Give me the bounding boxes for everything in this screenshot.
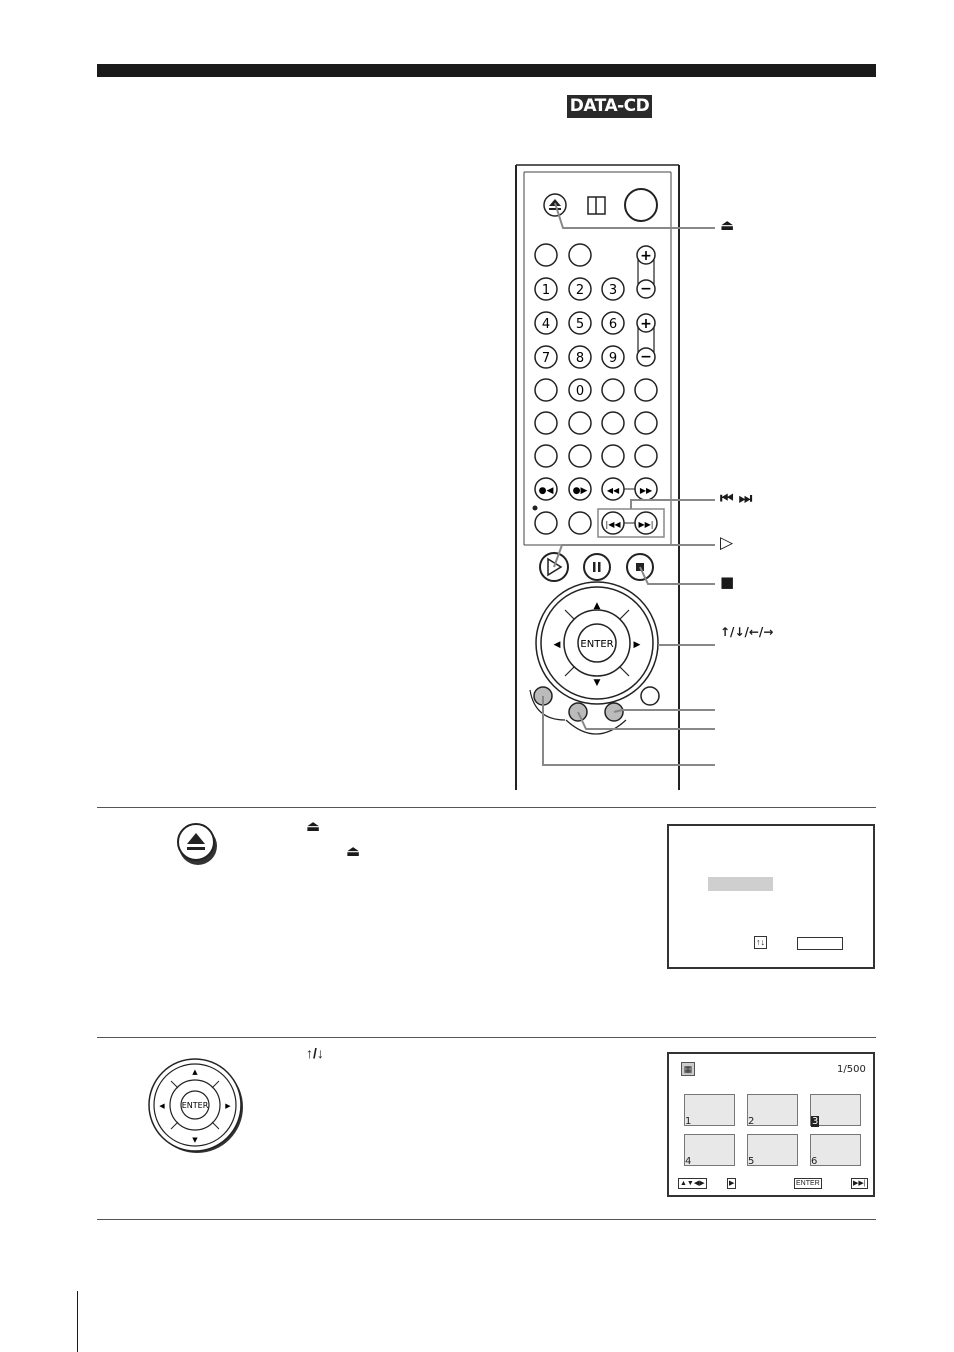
play-icon: ▶ [727,1178,737,1189]
next-icon: ▶▶| [851,1178,868,1189]
remote-direction-pad: ▲ ▼ ◀ ▶ ENTER [535,581,659,705]
svg-text:7: 7 [542,351,550,366]
callout-play: ▷ [720,533,734,553]
thumbnail-2 [747,1094,798,1126]
thumbnail-5 [747,1134,798,1166]
callout-skip: ⏮ ⏭ [720,489,753,507]
svg-text:−: − [640,281,652,297]
thumbnail-1 [684,1094,735,1126]
step-divider-3 [97,1219,876,1220]
eject-symbol-a: ⏏ [306,818,321,835]
thumbnail-label-selected: 3 [811,1116,820,1127]
thumbnail-4 [684,1134,735,1166]
remote-control-illustration: + − 1 2 3 4 5 6 7 8 9 + − 0 ●◀ [515,164,715,790]
svg-text:▶: ▶ [634,640,641,650]
svg-text:▶: ▶ [225,1102,231,1110]
svg-text:◀: ◀ [554,640,561,650]
eject-button-illustration [177,823,217,865]
thumbnail-label: 5 [748,1156,755,1167]
svg-text:▼: ▼ [192,1136,198,1144]
svg-text:5: 5 [576,317,584,332]
key-1: 1 [542,283,550,298]
direction-pad-illustration: ▲ ▼ ◀ ▶ ENTER [148,1058,243,1153]
svg-text:0: 0 [576,384,584,399]
thumbnail-label: 4 [685,1156,692,1167]
svg-text:+: + [640,248,652,264]
svg-text:−: − [640,349,652,365]
step1-screen: ↑↓ [667,824,875,969]
svg-text:▼: ▼ [594,678,601,688]
remote-power-button [624,188,658,222]
page-margin-rule [77,1291,78,1352]
callout-arrows: ↑/↓/←/→ [720,625,774,639]
thumbnail-label: 1 [685,1116,692,1127]
svg-text:▲: ▲ [192,1068,198,1076]
svg-text:▶▶: ▶▶ [640,486,653,495]
svg-text:●▶: ●▶ [573,486,588,496]
thumbnail-view-icon: ▦ [681,1062,695,1076]
highlighted-menu-item [708,877,773,891]
step-divider-1 [97,807,876,808]
remote-pause-button [583,553,611,581]
svg-text:9: 9 [609,351,617,366]
svg-text:|◀◀: |◀◀ [606,520,622,529]
pad-enter-label: ENTER [182,1101,209,1110]
svg-text:◀: ◀ [159,1102,165,1110]
data-cd-badge: DATA-CD [567,95,652,118]
svg-text:+: + [640,316,652,332]
svg-text:▲: ▲ [594,601,601,611]
step2-screen: ▦ 1/500 1 2 3 4 5 6 ▲▼◀▶ ▶ ENTER ▶▶| [667,1052,875,1197]
svg-text:8: 8 [576,351,584,366]
step2-arrows-text: ↑/↓ [306,1045,324,1061]
screen-button-box [797,937,843,950]
nav-arrows-icon: ↑↓ [754,936,767,949]
svg-text:●◀: ●◀ [539,486,554,496]
callout-stop: ■ [720,573,735,591]
svg-text:▶▶|: ▶▶| [639,520,654,529]
svg-text:4: 4 [542,317,550,332]
thumbnail-6 [810,1134,861,1166]
svg-text:◀◀: ◀◀ [607,486,620,495]
thumbnail-label: 6 [811,1156,818,1167]
callout-eject: ⏏ [720,216,735,234]
remote-enter-label: ENTER [580,639,613,650]
page-counter: 1/500 [837,1064,866,1075]
enter-key-icon: ENTER [794,1178,822,1189]
eject-symbol-b: ⏏ [346,843,361,860]
svg-text:6: 6 [609,317,617,332]
svg-text:3: 3 [609,283,617,298]
thumbnail-label: 2 [748,1116,755,1127]
step-divider-2 [97,1037,876,1038]
thumbnail-3 [810,1094,861,1126]
svg-text:2: 2 [576,283,584,298]
top-heading-bar [97,64,876,77]
nav-four-arrows-icon: ▲▼◀▶ [678,1178,707,1189]
